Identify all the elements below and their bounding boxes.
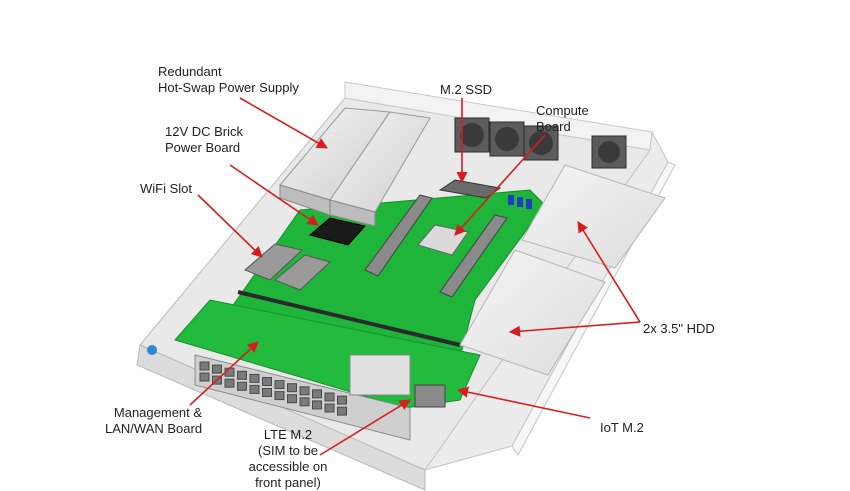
capacitor: [508, 195, 514, 205]
ethernet-port: [312, 389, 322, 399]
brand-logo-mark: [147, 345, 157, 355]
arrow-mgmt-board: [189, 341, 259, 406]
wifi-module: [274, 254, 331, 291]
arrow-lte-m2: [319, 399, 411, 456]
ethernet-port: [274, 391, 285, 401]
label-line: WiFi Slot: [140, 181, 192, 196]
label-line: IoT M.2: [600, 420, 644, 435]
ethernet-port: [287, 394, 297, 404]
label-line: Board: [536, 119, 571, 134]
label-hdd: 2x 3.5" HDD: [643, 321, 715, 337]
label-redundant-psu: Redundant Hot-Swap Power Supply: [158, 64, 299, 96]
label-line: 12V DC Brick: [165, 124, 244, 139]
label-line: Management &: [113, 405, 203, 420]
ethernet-port: [237, 370, 247, 380]
capacitors: [508, 195, 532, 209]
pcb-connector-strip: [237, 290, 461, 347]
dimm-slots: [364, 194, 508, 298]
psu-front: [329, 199, 376, 227]
label-line: Compute: [536, 103, 589, 118]
m2-ssd-module: [438, 179, 502, 199]
label-mgmt-board: Management & LAN/WAN Board: [105, 405, 202, 437]
label-line: LAN/WAN Board: [105, 421, 203, 436]
fan-hub: [598, 141, 620, 163]
callout-arrows: [189, 97, 641, 456]
ethernet-port: [274, 380, 285, 390]
arrow-hdd-lower: [508, 321, 641, 337]
ethernet-port: [249, 384, 260, 394]
arrow-redundant-psu: [239, 97, 328, 149]
fan-hub: [460, 123, 484, 147]
ethernet-port: [199, 372, 210, 382]
fan-hub: [495, 127, 519, 151]
front-panel: [147, 345, 446, 441]
label-line: M.2 SSD: [440, 82, 493, 97]
hdd-drive: [521, 164, 666, 269]
label-m2-ssd: M.2 SSD: [440, 82, 492, 98]
label-line: Power Board: [165, 140, 241, 155]
hdd-bays: [459, 164, 666, 376]
fan-hub: [529, 131, 553, 155]
ethernet-port: [299, 386, 310, 396]
ethernet-port: [337, 406, 347, 416]
label-line: Hot-Swap Power Supply: [158, 80, 299, 95]
ethernet-port: [324, 392, 335, 402]
dc-brick: [308, 217, 366, 246]
arrow-hdd-upper: [577, 221, 641, 323]
lte-m2-front-module: [349, 354, 411, 396]
wifi-module: [244, 243, 304, 281]
ethernet-port: [262, 377, 272, 386]
label-iot-m2: IoT M.2: [600, 420, 644, 436]
ethernet-port: [199, 361, 210, 371]
label-line: accessible on: [248, 459, 328, 474]
ethernet-port: [212, 364, 222, 374]
dimm-slot: [364, 194, 433, 277]
arrow-iot-m2: [456, 386, 591, 419]
label-wifi-slot: WiFi Slot: [140, 181, 192, 197]
arrow-dc-brick: [229, 164, 319, 226]
arrow-wifi-slot: [197, 194, 263, 258]
label-dc-brick: 12V DC Brick Power Board: [165, 124, 243, 156]
ethernet-port: [249, 373, 260, 383]
label-line: LTE M.2: [263, 427, 313, 442]
ethernet-port: [287, 383, 297, 393]
wifi-slot-modules: [244, 243, 331, 291]
ethernet-port: [262, 388, 272, 397]
label-line: 2x 3.5" HDD: [643, 321, 715, 336]
ethernet-port: [312, 400, 322, 410]
ethernet-port: [337, 395, 347, 405]
ethernet-port: [224, 378, 235, 388]
iot-m2-module: [414, 384, 446, 408]
ethernet-port: [237, 381, 247, 391]
label-compute-board: Compute Board: [536, 103, 589, 135]
label-line: front panel): [255, 475, 321, 490]
ethernet-port: [299, 397, 310, 407]
label-lte-m2: LTE M.2 (SIM to be accessible on front p…: [238, 427, 338, 491]
label-line: (SIM to be: [258, 443, 318, 458]
dimm-slot: [439, 214, 508, 298]
arrow-compute-board: [454, 134, 546, 236]
capacitor: [517, 197, 523, 207]
fans: [454, 117, 627, 169]
redundant-power-supplies: [279, 107, 431, 227]
capacitor: [526, 199, 532, 209]
hdd-drive: [459, 249, 606, 376]
label-line: Redundant: [158, 64, 222, 79]
ethernet-port: [324, 403, 335, 413]
